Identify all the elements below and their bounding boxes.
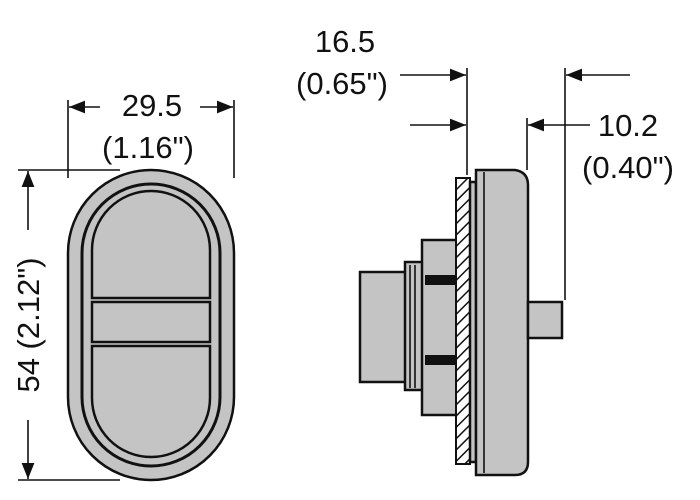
thread [403, 260, 425, 392]
width-in-label: (1.16") [102, 130, 194, 165]
top-button [90, 189, 212, 300]
mounting-panel [455, 177, 471, 465]
plunger-mm-label: 10.2 [598, 108, 658, 143]
bezel-side [474, 168, 530, 477]
height-dimension: 54 (2.12") [11, 169, 120, 481]
plunger-in-label: (0.40") [582, 150, 674, 185]
contact-block [358, 270, 412, 384]
depth-mm-label: 16.5 [315, 24, 375, 59]
bottom-button [90, 344, 212, 459]
plunger-dimension: 10.2 (0.40") [410, 108, 674, 185]
mounting-nut [420, 238, 460, 417]
plunger [526, 300, 564, 340]
depth-in-label: (0.65") [296, 66, 388, 101]
height-label: 54 (2.12") [11, 257, 46, 392]
width-dimension: 29.5 (1.16") [67, 88, 235, 178]
bezel-inner [80, 182, 222, 468]
front-view [66, 168, 236, 482]
depth-dimension: 16.5 (0.65") [296, 24, 630, 300]
indicator-bar [90, 300, 212, 344]
width-mm-label: 29.5 [122, 88, 182, 123]
side-view [358, 168, 564, 477]
